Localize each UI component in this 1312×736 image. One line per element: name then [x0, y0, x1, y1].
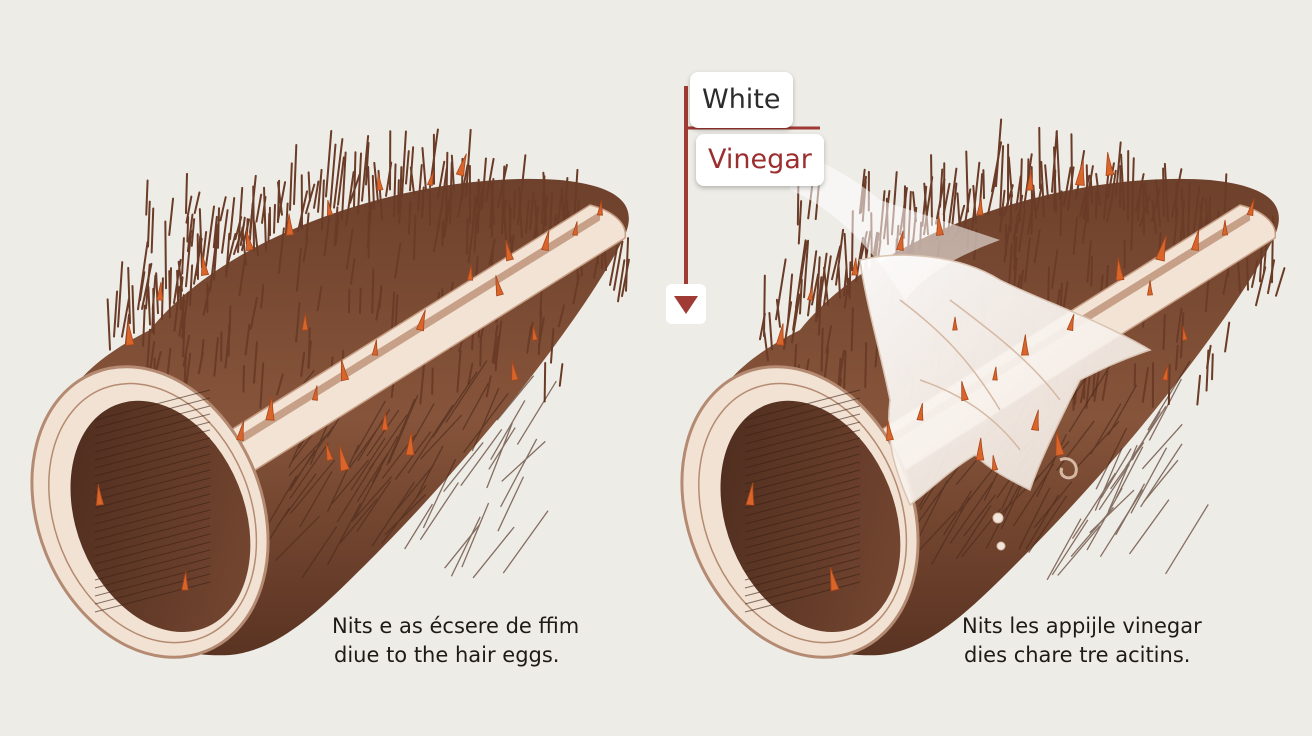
nit-icon	[339, 444, 350, 472]
left-caption-line-1: Nits e as écsere de ffim	[332, 614, 580, 638]
nit-icon	[961, 380, 969, 402]
nit-icon	[851, 257, 859, 276]
nit-icon	[1155, 234, 1167, 262]
nit-icon	[246, 230, 254, 252]
nit-icon	[532, 325, 539, 341]
nit-icon	[415, 309, 426, 332]
nit-icon	[1147, 280, 1154, 296]
nit-icon	[495, 275, 504, 297]
right-nits	[745, 152, 1255, 592]
nit-icon	[936, 215, 944, 236]
nit-icon	[1115, 257, 1125, 281]
nit-icon	[1221, 219, 1229, 236]
nit-icon	[376, 172, 384, 191]
right-caption-line-1: Nits les appijle vinegar	[962, 614, 1202, 638]
nit-icon	[886, 420, 894, 441]
white-label: White	[690, 72, 793, 128]
vinegar-label: Vinegar	[696, 134, 824, 186]
left-hair-shaft	[30, 128, 630, 659]
nit-icon	[1105, 152, 1115, 177]
left-caption-line-2: diue to the hair eggs.	[334, 643, 560, 667]
nit-icon	[1026, 169, 1034, 191]
nit-icon	[976, 197, 984, 216]
nit-icon	[775, 323, 785, 346]
nit-icon	[596, 200, 603, 216]
nit-icon	[301, 312, 309, 331]
nit-icon	[95, 483, 105, 506]
nit-icon	[236, 420, 245, 441]
right-caption-line-2: dies chare tre acitins.	[964, 643, 1191, 667]
nit-icon	[916, 403, 924, 421]
nit-icon	[975, 437, 985, 461]
nit-icon	[156, 282, 164, 301]
nit-icon	[1246, 198, 1255, 217]
nit-icon	[511, 360, 519, 382]
left-caption: Nits e as écsere de ffim diue to the hai…	[332, 612, 579, 670]
nit-icon	[1066, 313, 1075, 332]
nit-icon	[340, 358, 350, 382]
nit-icon	[201, 254, 210, 277]
nit-icon	[505, 239, 515, 262]
nit-icon	[371, 339, 379, 356]
nit-icon	[285, 213, 295, 236]
nit-icon	[992, 366, 998, 381]
nit-icon	[1190, 229, 1200, 251]
nit-icon	[455, 153, 467, 177]
nit-icon	[992, 455, 999, 471]
nit-icon	[181, 571, 189, 591]
right-hair-shaft	[680, 118, 1286, 659]
nit-icon	[405, 431, 415, 456]
nit-icon	[311, 385, 318, 401]
nit-icon	[952, 316, 958, 331]
down-arrow	[666, 86, 820, 324]
nit-icon	[466, 264, 474, 281]
nit-icon	[830, 566, 840, 592]
nit-icon	[1020, 334, 1030, 356]
left-nits	[95, 153, 603, 591]
nit-icon	[1182, 325, 1188, 341]
nit-icon	[125, 320, 135, 346]
nit-icon	[541, 230, 550, 252]
nit-icon	[807, 285, 813, 301]
nit-icon	[1075, 159, 1085, 186]
nit-icon	[265, 396, 275, 421]
nit-icon	[426, 170, 435, 187]
nit-icon	[572, 221, 578, 236]
nit-icon	[1030, 409, 1039, 431]
nit-icon	[325, 442, 334, 462]
nit-icon	[745, 482, 755, 506]
nit-icon	[327, 199, 334, 216]
nit-icon	[896, 230, 904, 251]
nit-icon	[1161, 364, 1169, 381]
vinegar-flow	[790, 150, 1152, 551]
nit-icon	[381, 411, 389, 431]
right-caption: Nits les appijle vinegar dies chare tre …	[962, 612, 1202, 670]
nit-icon	[1055, 430, 1065, 457]
